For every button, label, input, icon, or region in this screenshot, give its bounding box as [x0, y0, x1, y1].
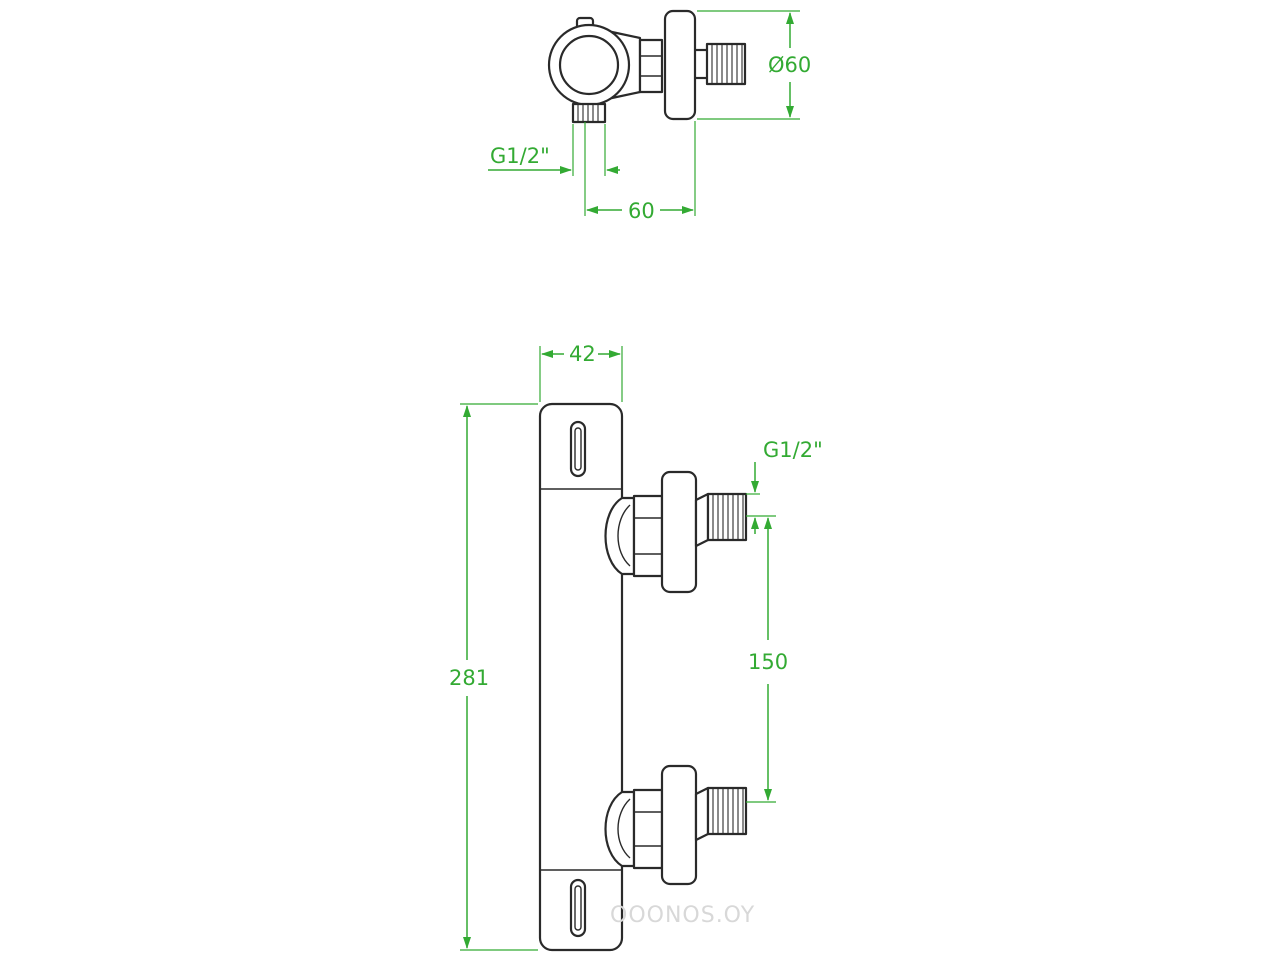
- depth-label: 60: [628, 199, 655, 223]
- width-label: 42: [569, 342, 596, 366]
- upper-wall-plate: [660, 470, 698, 594]
- top-thread-dimension: G1/2": [488, 124, 620, 176]
- union-nut: [638, 38, 664, 94]
- upper-slot: [569, 420, 587, 478]
- lower-slot: [569, 878, 587, 938]
- depth-dimension: 60: [584, 121, 696, 223]
- diameter-label: Ø60: [768, 53, 811, 77]
- bottom-outlet-thread: [571, 102, 607, 124]
- wall-plate-top: [663, 9, 697, 121]
- front-view: 42 281 G1/2" 150: [449, 342, 823, 952]
- lower-wall-plate: [660, 764, 698, 886]
- height-label: 281: [449, 666, 489, 690]
- top-view: Ø60 G1/2" 60: [488, 9, 811, 223]
- inlet-thread-top: [695, 42, 747, 86]
- front-thread-label: G1/2": [763, 438, 823, 462]
- width-dimension: 42: [539, 342, 623, 402]
- front-thread-dimension: G1/2": [746, 438, 823, 534]
- upper-connector: [604, 470, 748, 594]
- top-thread-label: G1/2": [490, 144, 550, 168]
- upper-inlet-thread: [706, 492, 748, 542]
- spacing-label: 150: [748, 650, 788, 674]
- lower-connector: [604, 764, 748, 886]
- valve-body-inner: [558, 34, 620, 96]
- watermark-text: OOONOS.OY: [610, 903, 755, 928]
- height-dimension: 281: [449, 403, 538, 951]
- spacing-dimension: 150: [746, 517, 788, 803]
- thermostat-body: [538, 402, 624, 952]
- lower-inlet-thread: [706, 786, 748, 836]
- diameter-dimension: Ø60: [697, 10, 811, 120]
